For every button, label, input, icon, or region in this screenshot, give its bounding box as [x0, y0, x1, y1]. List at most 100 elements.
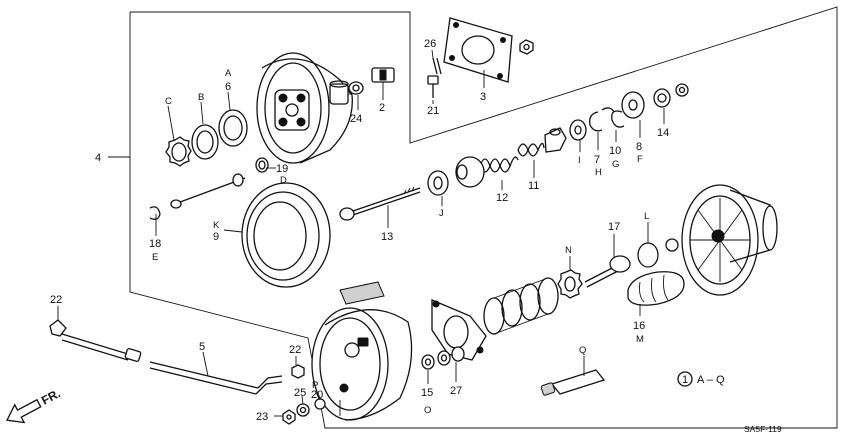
- callout-2: 2: [379, 102, 385, 114]
- pin-26-part: [432, 57, 442, 75]
- letter-C: C: [165, 96, 172, 107]
- rod-13-part: [339, 186, 421, 221]
- letter-K: K: [213, 220, 220, 231]
- rear-shell-part: [681, 184, 778, 296]
- heat-shield-part: [339, 281, 385, 305]
- callout-8: 8: [636, 141, 642, 153]
- callout-4: 4: [95, 152, 101, 164]
- callout-22-bottom: 22: [289, 344, 301, 356]
- letter-E: E: [152, 252, 158, 263]
- legend-range: A – Q: [697, 374, 725, 386]
- washer-25-part: [296, 403, 310, 417]
- ring-B-part: [191, 124, 219, 160]
- letter-H: H: [595, 167, 602, 178]
- callout-26: 26: [424, 38, 436, 50]
- grease-tube-part: [540, 369, 606, 396]
- gear-washer-C-part: [165, 136, 192, 167]
- letter-O: O: [424, 405, 431, 416]
- main-housing-part: [311, 307, 413, 421]
- callout-21: 21: [427, 105, 439, 117]
- front-label: FR.: [39, 386, 63, 407]
- callout-25: 25: [294, 387, 306, 399]
- bolt-21-part: [427, 75, 439, 98]
- nut-22b-part: [291, 364, 305, 379]
- callout-15: 15: [421, 387, 433, 399]
- diaphragm-9-part: [241, 182, 331, 288]
- callout-24: 24: [350, 113, 362, 125]
- spring-11-part: [517, 142, 545, 157]
- ring-7-part: [589, 107, 615, 132]
- front-shell-part: [256, 52, 353, 164]
- clip-22-part: [49, 319, 67, 337]
- pushrod-part: [170, 173, 246, 209]
- nut-14-part: [653, 88, 671, 108]
- clip-18-part: [149, 206, 161, 220]
- washer-27-part: [437, 350, 451, 366]
- letter-A: A: [225, 68, 232, 79]
- boot-16-part: [627, 271, 685, 306]
- callout-18: 18: [149, 238, 161, 250]
- callout-22-top: 22: [50, 294, 62, 306]
- letter-Q: Q: [579, 345, 586, 356]
- nut-top-part: [519, 39, 534, 55]
- rod-5-part: [61, 333, 283, 395]
- callout-17: 17: [608, 221, 620, 233]
- callout-5: 5: [199, 341, 205, 353]
- cap-L-part: [637, 242, 659, 268]
- callout-9: 9: [213, 231, 219, 243]
- washer-19-part: [255, 157, 269, 173]
- callout-12: 12: [496, 192, 508, 204]
- letter-I: I: [578, 155, 581, 166]
- washer-small-part: [675, 83, 689, 97]
- valve-piston-part: [455, 156, 485, 188]
- diagram-code: SA5F-119: [744, 424, 782, 434]
- letter-B: B: [198, 92, 204, 103]
- callout-labels: 26 21 3 2 24 A 6 B C 4 19 D 18 E K 9 13 …: [50, 38, 669, 423]
- legend-circled-1: 1: [682, 374, 688, 386]
- spring-12-part: [479, 156, 519, 173]
- letter-P: P: [312, 380, 318, 391]
- nut-24-part: [348, 81, 364, 95]
- callout-19: 19: [276, 163, 288, 175]
- callout-3: 3: [480, 91, 486, 103]
- callout-11: 11: [528, 180, 539, 192]
- letter-N: N: [565, 245, 572, 256]
- letter-M: M: [636, 334, 644, 345]
- callout-16: 16: [633, 320, 645, 332]
- letter-F: F: [637, 154, 643, 165]
- front-direction-arrow: FR.: [6, 386, 63, 424]
- spring-large-part: [483, 277, 559, 335]
- seal-J-part: [427, 170, 449, 196]
- gear-washer-N-part: [557, 269, 583, 299]
- nut-23-part: [282, 409, 296, 425]
- leader-lines: [57, 49, 665, 417]
- letter-L: L: [644, 211, 649, 222]
- clip-10-part: [611, 110, 625, 128]
- washer-I-part: [569, 119, 587, 141]
- kit-boundary-line: [129, 6, 838, 429]
- seal-6-part: [218, 109, 248, 147]
- callout-10: 10: [609, 145, 621, 157]
- callout-27: 27: [450, 385, 462, 397]
- kit-legend: 1 A – Q: [677, 371, 725, 387]
- vacuum-fitting-part: [329, 80, 352, 105]
- callout-13: 13: [381, 231, 393, 243]
- disc-8-part: [621, 91, 645, 119]
- callout-6: 6: [225, 81, 231, 93]
- check-valve-2-part: [371, 67, 395, 92]
- pushrod-17-part: [584, 255, 631, 288]
- gasket-plate-3-part: [443, 17, 513, 83]
- ring-small-part: [665, 238, 679, 252]
- letter-D: D: [280, 175, 287, 186]
- washer-20-part: [314, 398, 326, 410]
- washer-15-part: [421, 354, 435, 370]
- callout-20: 20: [311, 389, 323, 401]
- letter-G: G: [612, 159, 619, 170]
- callout-14: 14: [657, 127, 669, 139]
- callout-23: 23: [256, 411, 268, 423]
- callout-7: 7: [594, 154, 600, 166]
- letter-J: J: [439, 208, 444, 219]
- o-ring-part: [451, 346, 465, 362]
- valve-body-part: [544, 127, 567, 153]
